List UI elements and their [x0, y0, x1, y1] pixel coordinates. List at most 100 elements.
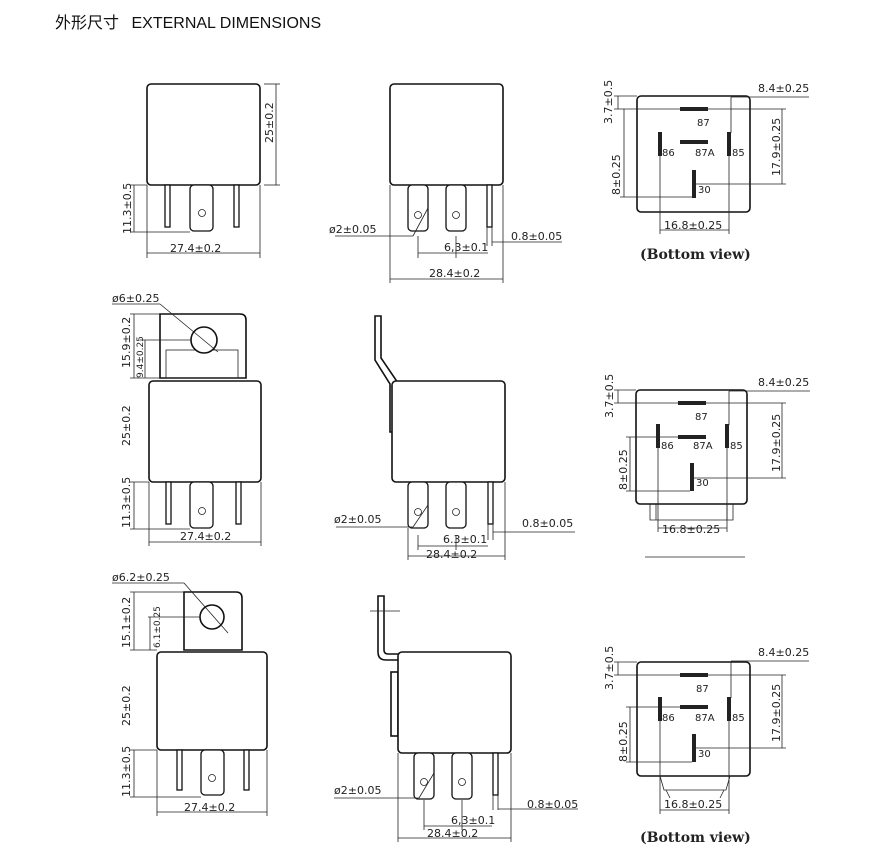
terminal-87	[680, 107, 708, 111]
terminal-86	[658, 697, 662, 721]
label-86: 86	[661, 441, 674, 452]
relay-body	[389, 83, 504, 186]
pin-hole	[458, 778, 466, 786]
dim-16-8: 16.8±0.25	[662, 523, 720, 536]
label-86: 86	[662, 148, 675, 159]
page-title: 外形尺寸 EXTERNAL DIMENSIONS	[55, 9, 321, 33]
pin-hole	[452, 508, 460, 516]
dim-width-27-4: 27.4±0.2	[184, 801, 235, 814]
bracket-plate	[390, 671, 399, 737]
terminal-86	[658, 132, 662, 156]
relay-front-view-1: 27.4±0.2 25±0.2 11.3±0.5	[121, 83, 280, 258]
dim-3-7: 3.7±0.5	[603, 374, 616, 418]
bracket-foot	[649, 504, 734, 521]
pin-blade	[486, 184, 493, 228]
mounting-bracket	[377, 595, 401, 661]
label-87: 87	[696, 684, 709, 695]
relay-body	[397, 651, 512, 754]
dim-8: 8±0.25	[617, 721, 630, 762]
dim-height-25: 25±0.2	[120, 685, 133, 726]
pin-blade	[487, 481, 494, 525]
dim-pin-11-3: 11.3±0.5	[121, 183, 134, 234]
dim-hole-6: ø6±0.25	[112, 292, 159, 305]
pin-blade	[233, 184, 240, 228]
dim-pin-11-3: 11.3±0.5	[120, 746, 133, 797]
bracket-hole	[199, 604, 225, 630]
terminal-30	[690, 463, 694, 491]
relay-side-view-2: ø2±0.05 6.3±0.1 0.8±0.05 28.4±0.2	[334, 315, 575, 561]
terminal-87	[680, 673, 708, 677]
dim-depth-28-4: 28.4±0.2	[427, 827, 478, 840]
relay-body	[636, 95, 751, 213]
label-87a: 87A	[695, 148, 715, 159]
dim-hole-6-2: ø6.2±0.25	[112, 571, 170, 584]
dim-pin-pitch: 6,3±0.1	[451, 814, 495, 827]
relay-body	[156, 651, 268, 751]
terminal-87a	[678, 435, 706, 439]
pin-blade-wide	[445, 481, 467, 529]
relay-side-view-1: ø2±0.05 6,3±0.1 0.8±0.05 28.4±0.2	[329, 83, 562, 283]
dim-8-4: 8.4±0.25	[758, 646, 809, 659]
label-86: 86	[662, 713, 675, 724]
relay-body	[391, 380, 506, 483]
dim-height-25: 25±0.2	[263, 102, 276, 143]
dim-depth-28-4: 28.4±0.2	[426, 548, 477, 561]
dim-blade-thickness: 0.8±0.05	[527, 798, 578, 811]
dim-hole-2: ø2±0.05	[334, 784, 381, 797]
terminal-87a	[680, 705, 708, 709]
dim-hole-2: ø2±0.05	[329, 223, 376, 236]
pin-blade-wide	[189, 184, 214, 232]
label-87: 87	[697, 118, 710, 129]
pin-blade-wide	[407, 184, 429, 232]
pin-hole	[420, 778, 428, 786]
label-30: 30	[698, 185, 711, 196]
dim-width-27-4: 27.4±0.2	[170, 242, 221, 255]
caption-bottom-view-1: (Bottom view)	[640, 247, 751, 263]
pin-blade-wide	[413, 752, 435, 800]
pin-hole	[208, 774, 216, 782]
terminal-85	[725, 424, 729, 448]
title-english: EXTERNAL DIMENSIONS	[131, 15, 322, 32]
label-85: 85	[732, 148, 745, 159]
pin-blade-wide	[451, 752, 473, 800]
dim-hole-2: ø2±0.05	[334, 513, 381, 526]
label-30: 30	[696, 478, 709, 489]
dim-8-4: 8.4±0.25	[758, 82, 809, 95]
dim-3-7: 3.7±0.5	[603, 646, 616, 690]
bracket-foot	[659, 775, 731, 791]
dim-blade-thickness: 0.8±0.05	[511, 230, 562, 243]
label-85: 85	[732, 713, 745, 724]
pin-blade	[235, 481, 242, 525]
relay-bottom-view-3: 87 86 87A 85 30 8.4±0.25 3.7±0.5 8±0.25 …	[603, 646, 809, 846]
pin-blade	[165, 481, 172, 525]
dim-3-7: 3.7±0.5	[602, 80, 615, 124]
dim-bracket-9-4: 9.4±0.25	[136, 336, 146, 378]
label-87a: 87A	[693, 441, 713, 452]
pin-blade	[243, 749, 250, 791]
pin-blade-wide	[407, 481, 429, 529]
pin-hole	[414, 211, 422, 219]
terminal-87a	[680, 140, 708, 144]
dim-pin-11-3: 11.3±0.5	[120, 477, 133, 528]
pin-hole	[198, 507, 206, 515]
terminal-87	[678, 401, 706, 405]
dim-8: 8±0.25	[610, 154, 623, 195]
label-87a: 87A	[695, 713, 715, 724]
relay-body	[148, 380, 262, 483]
pin-blade-wide	[445, 184, 467, 232]
dim-pin-pitch: 6,3±0.1	[444, 241, 488, 254]
dim-16-8: 16.8±0.25	[664, 219, 722, 232]
dim-bracket-6-1: 6.1±0.25	[153, 606, 163, 648]
pin-blade	[492, 752, 499, 796]
dim-pin-pitch: 6.3±0.1	[443, 533, 487, 546]
dim-width-27-4: 27.4±0.2	[180, 530, 231, 543]
relay-body	[635, 389, 748, 505]
relay-front-view-2: ø6±0.25 15.9±0.2 9.4±0.25 25±0.2 11.3±0.…	[112, 292, 262, 546]
relay-bottom-view-2: 87 86 87A 85 30 8.4±0.25 3.7±0.5 8±0.25 …	[603, 374, 810, 558]
relay-side-view-3: ø2±0.05 6,3±0.1 0.8±0.05 28.4±0.2	[334, 595, 578, 842]
pin-blade	[176, 749, 183, 791]
label-85: 85	[730, 441, 743, 452]
terminal-85	[727, 132, 731, 156]
pin-hole	[452, 211, 460, 219]
dim-17-9: 17.9±0.25	[770, 414, 783, 472]
